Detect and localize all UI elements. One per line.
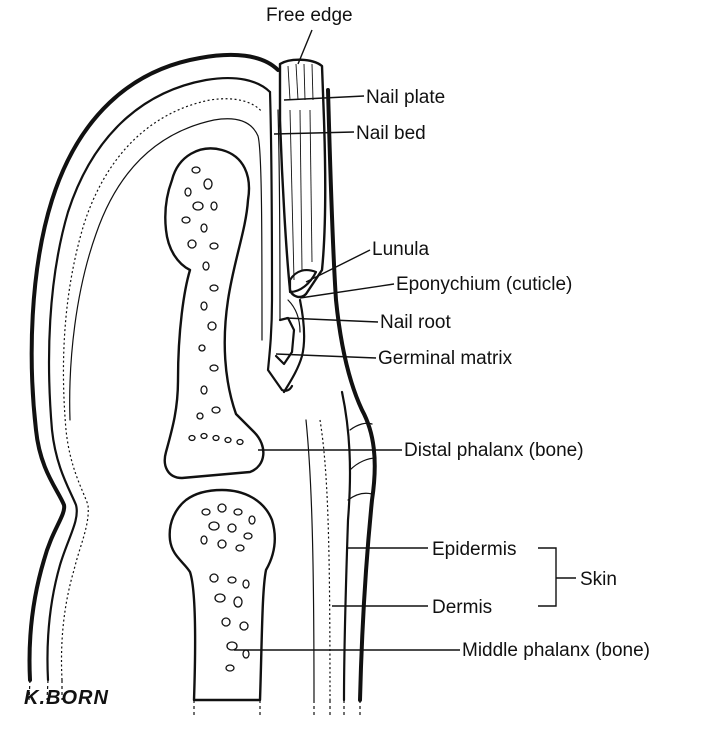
label-nail-plate: Nail plate xyxy=(366,87,445,108)
label-skin: Skin xyxy=(580,569,617,590)
leader-free-edge xyxy=(297,29,313,65)
label-dermis: Dermis xyxy=(432,597,492,618)
artist-signature: K.BORN xyxy=(24,687,109,709)
distal-bone-pores xyxy=(181,166,244,446)
skin-bracket xyxy=(538,547,576,607)
nail-bed-lines xyxy=(266,90,306,394)
label-epidermis: Epidermis xyxy=(432,539,516,560)
middle-bone-pores xyxy=(200,503,256,672)
middle-phalanx-bone xyxy=(168,488,277,716)
leader-lunula xyxy=(305,249,371,283)
label-eponychium: Eponychium (cuticle) xyxy=(396,274,572,295)
leader-lines xyxy=(234,29,576,651)
label-middle-phalanx: Middle phalanx (bone) xyxy=(462,640,650,661)
leader-eponychium xyxy=(299,283,395,299)
labels: Free edge Nail plate Nail bed Lunula Epo… xyxy=(266,5,650,661)
label-free-edge: Free edge xyxy=(266,5,353,26)
leader-nail-bed xyxy=(273,131,355,135)
leader-nail-root xyxy=(285,317,379,323)
label-distal-phalanx: Distal phalanx (bone) xyxy=(404,440,584,461)
dorsal-skin xyxy=(305,88,377,716)
label-lunula: Lunula xyxy=(372,239,429,260)
leader-germinal-matrix xyxy=(275,353,377,359)
distal-phalanx-bone xyxy=(163,147,265,480)
label-nail-root: Nail root xyxy=(380,312,451,333)
finger-outline xyxy=(27,52,280,701)
label-germinal-matrix: Germinal matrix xyxy=(378,348,513,369)
leader-nail-plate xyxy=(283,95,365,101)
nail-plate-shape xyxy=(278,58,327,299)
label-nail-bed: Nail bed xyxy=(356,123,426,144)
